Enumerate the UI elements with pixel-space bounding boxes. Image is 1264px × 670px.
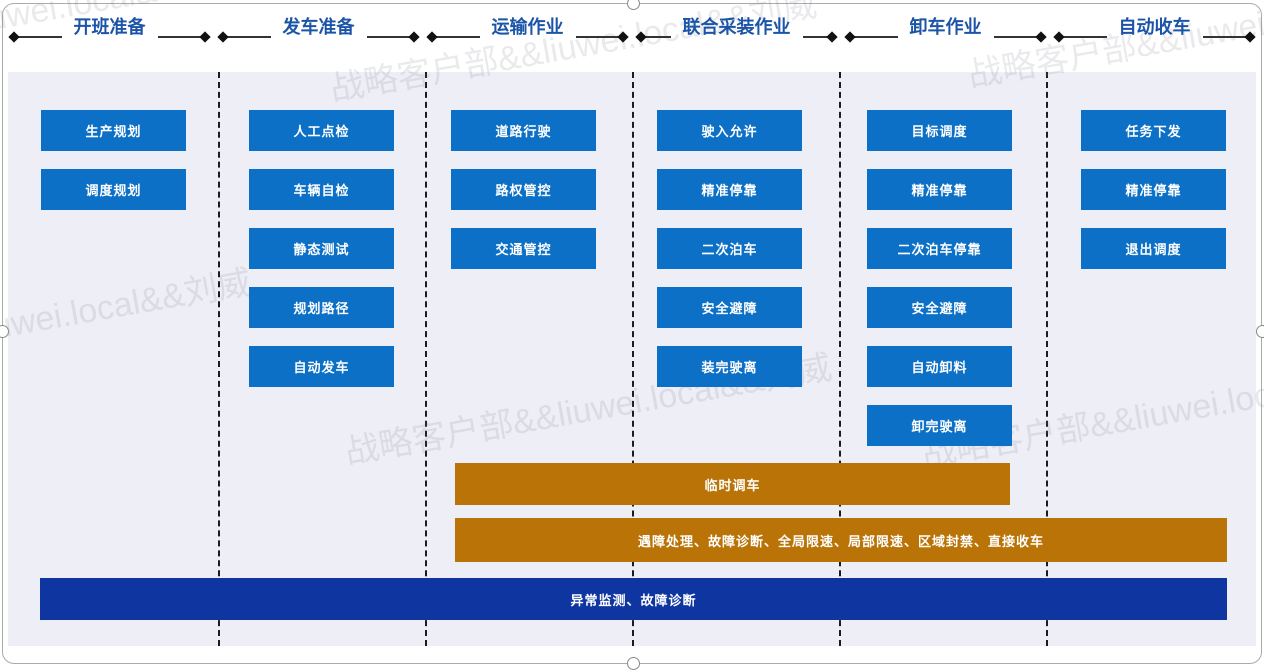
resize-handle-right[interactable] bbox=[1256, 325, 1264, 338]
task-box[interactable]: 车辆自检 bbox=[249, 169, 394, 210]
task-box[interactable]: 精准停靠 bbox=[657, 169, 802, 210]
diamond-endpoint-icon bbox=[1244, 31, 1256, 43]
phase-label: 自动收车 bbox=[1118, 17, 1191, 37]
connector-line bbox=[993, 36, 1037, 38]
task-box[interactable]: 交通管控 bbox=[451, 228, 596, 269]
main-panel: 生产规划 调度规划 人工点检 车辆自检 静态测试 规划路径 自动发车 道路行驶 … bbox=[8, 72, 1256, 646]
diamond-endpoint-icon bbox=[426, 31, 438, 43]
phase-label: 卸车作业 bbox=[909, 17, 982, 37]
phase-auto-return: 自动收车 bbox=[1053, 16, 1256, 58]
task-box[interactable]: 静态测试 bbox=[249, 228, 394, 269]
column-divider bbox=[839, 72, 841, 646]
column-transport-operation: 道路行驶 路权管控 交通管控 bbox=[451, 110, 596, 269]
phase-joint-loading: 联合采装作业 bbox=[635, 16, 838, 58]
diamond-endpoint-icon bbox=[635, 31, 647, 43]
phase-unloading: 卸车作业 bbox=[844, 16, 1047, 58]
connector-line bbox=[18, 36, 62, 38]
phase-departure-prep: 发车准备 bbox=[217, 16, 420, 58]
column-unloading: 目标调度 精准停靠 二次泊车停靠 安全避障 自动卸料 卸完驶离 bbox=[867, 110, 1012, 446]
task-box[interactable]: 精准停靠 bbox=[1081, 169, 1226, 210]
phase-header-row: 开班准备 发车准备 运输作业 联合采装作业 卸车作业 自动收车 bbox=[8, 16, 1256, 58]
task-box[interactable]: 人工点检 bbox=[249, 110, 394, 151]
diamond-endpoint-icon bbox=[408, 31, 420, 43]
task-box[interactable]: 卸完驶离 bbox=[867, 405, 1012, 446]
diamond-endpoint-icon bbox=[199, 31, 211, 43]
connector-line bbox=[366, 36, 410, 38]
task-box[interactable]: 调度规划 bbox=[41, 169, 186, 210]
phase-startup-prep: 开班准备 bbox=[8, 16, 211, 58]
task-box[interactable]: 道路行驶 bbox=[451, 110, 596, 151]
connector-line bbox=[802, 36, 828, 38]
column-divider bbox=[425, 72, 427, 646]
diamond-endpoint-icon bbox=[826, 31, 838, 43]
task-box[interactable]: 路权管控 bbox=[451, 169, 596, 210]
phase-label: 发车准备 bbox=[282, 17, 355, 37]
task-box[interactable]: 规划路径 bbox=[249, 287, 394, 328]
column-joint-loading: 驶入允许 精准停靠 二次泊车 安全避障 装完驶离 bbox=[657, 110, 802, 387]
connector-line bbox=[575, 36, 619, 38]
task-box[interactable]: 二次泊车 bbox=[657, 228, 802, 269]
task-box[interactable]: 自动发车 bbox=[249, 346, 394, 387]
diamond-endpoint-icon bbox=[1035, 31, 1047, 43]
column-divider bbox=[1046, 72, 1048, 646]
phase-transport-operation: 运输作业 bbox=[426, 16, 629, 58]
diamond-endpoint-icon bbox=[1053, 31, 1065, 43]
task-box[interactable]: 任务下发 bbox=[1081, 110, 1226, 151]
task-box[interactable]: 装完驶离 bbox=[657, 346, 802, 387]
exception-handling-bar[interactable]: 遇障处理、故障诊断、全局限速、局部限速、区域封禁、直接收车 bbox=[455, 518, 1227, 562]
task-box[interactable]: 自动卸料 bbox=[867, 346, 1012, 387]
task-box[interactable]: 目标调度 bbox=[867, 110, 1012, 151]
resize-handle-left[interactable] bbox=[0, 325, 9, 338]
task-box[interactable]: 生产规划 bbox=[41, 110, 186, 151]
task-box[interactable]: 安全避障 bbox=[657, 287, 802, 328]
diamond-endpoint-icon bbox=[8, 31, 20, 43]
connector-line bbox=[157, 36, 201, 38]
column-divider bbox=[218, 72, 220, 646]
column-divider bbox=[632, 72, 634, 646]
diamond-endpoint-icon bbox=[217, 31, 229, 43]
task-box[interactable]: 退出调度 bbox=[1081, 228, 1226, 269]
phase-label: 开班准备 bbox=[73, 17, 146, 37]
connector-line bbox=[854, 36, 898, 38]
connector-line bbox=[645, 36, 671, 38]
task-box[interactable]: 二次泊车停靠 bbox=[867, 228, 1012, 269]
resize-handle-top[interactable] bbox=[627, 0, 640, 10]
diamond-endpoint-icon bbox=[617, 31, 629, 43]
connector-line bbox=[1063, 36, 1107, 38]
task-box[interactable]: 驶入允许 bbox=[657, 110, 802, 151]
monitoring-bar[interactable]: 异常监测、故障诊断 bbox=[40, 578, 1227, 620]
temporary-dispatch-bar[interactable]: 临时调车 bbox=[455, 463, 1010, 505]
resize-handle-bottom[interactable] bbox=[627, 657, 640, 670]
connector-line bbox=[227, 36, 271, 38]
column-startup-prep: 生产规划 调度规划 bbox=[41, 110, 186, 210]
phase-label: 运输作业 bbox=[491, 17, 564, 37]
connector-line bbox=[1202, 36, 1246, 38]
diamond-endpoint-icon bbox=[844, 31, 856, 43]
phase-label: 联合采装作业 bbox=[682, 17, 791, 37]
task-box[interactable]: 安全避障 bbox=[867, 287, 1012, 328]
column-departure-prep: 人工点检 车辆自检 静态测试 规划路径 自动发车 bbox=[249, 110, 394, 387]
connector-line bbox=[436, 36, 480, 38]
task-box[interactable]: 精准停靠 bbox=[867, 169, 1012, 210]
column-auto-return: 任务下发 精准停靠 退出调度 bbox=[1081, 110, 1226, 269]
